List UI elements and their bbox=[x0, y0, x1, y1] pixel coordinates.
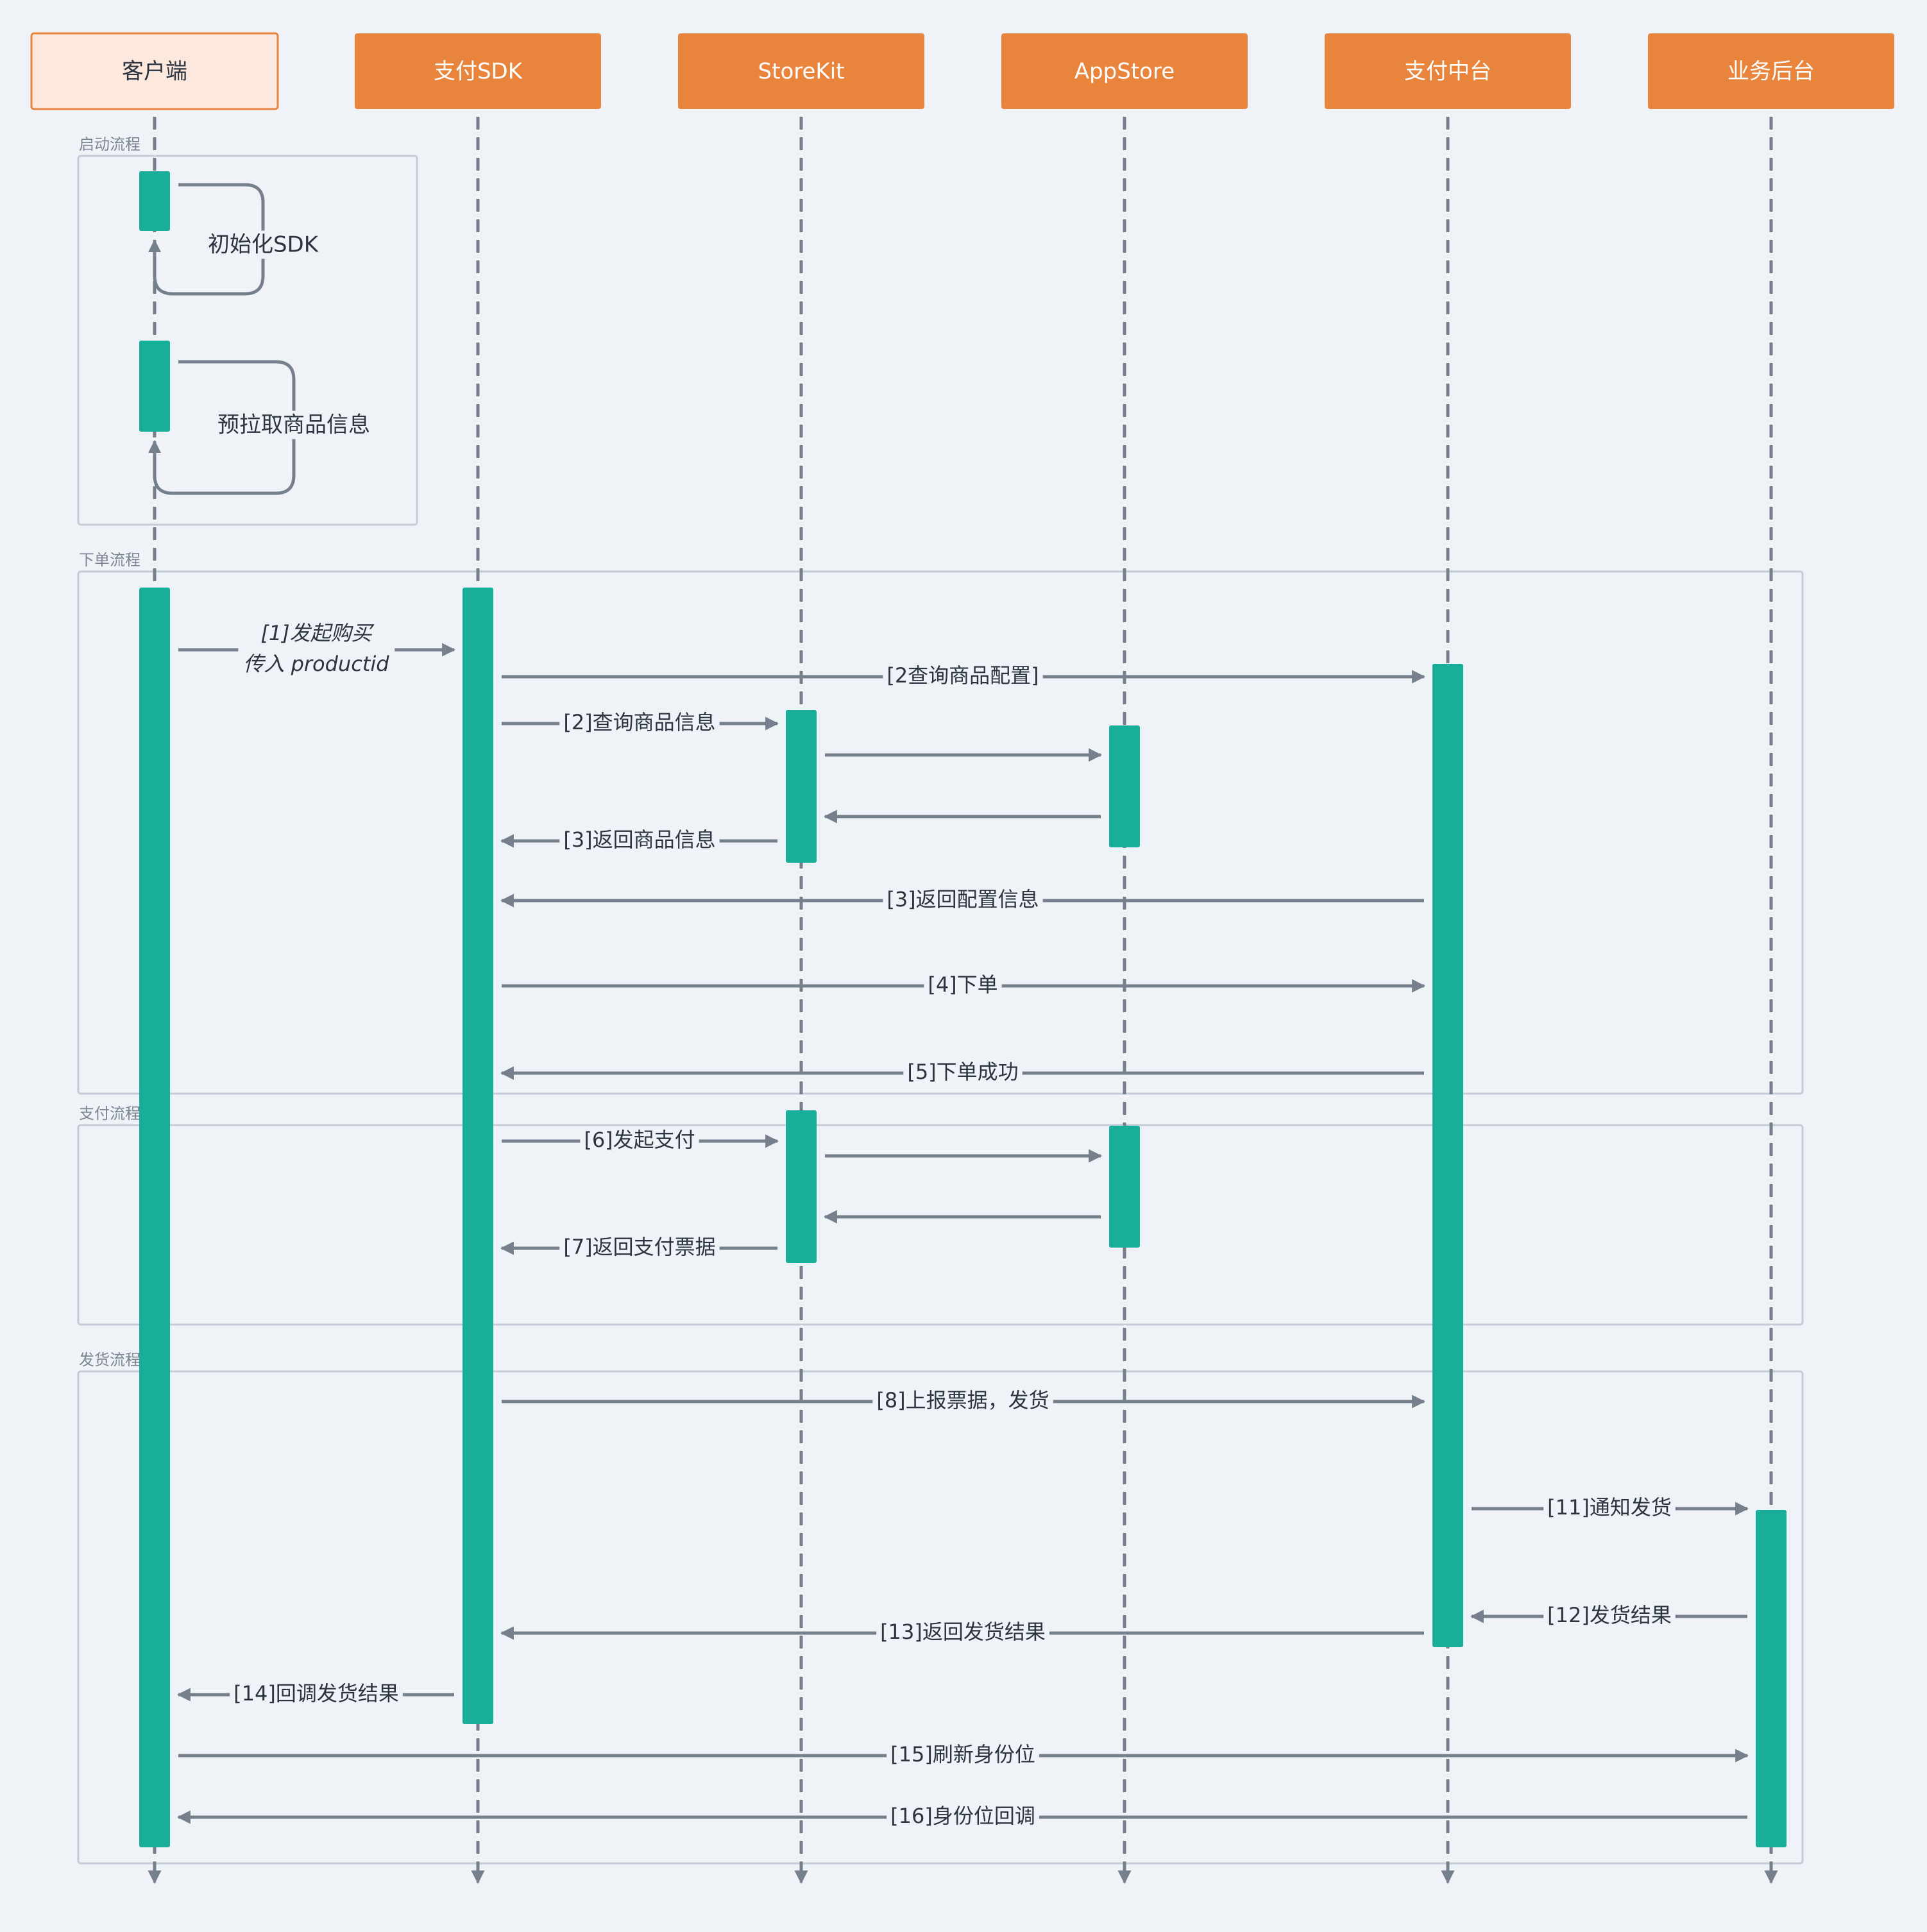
frame-label: 发货流程 bbox=[79, 1351, 140, 1369]
participant-box bbox=[678, 33, 924, 109]
frame-label: 启动流程 bbox=[79, 135, 140, 153]
participant-label: StoreKit bbox=[758, 59, 845, 85]
activation-bar bbox=[139, 588, 170, 1847]
self-message-arrow bbox=[148, 360, 296, 495]
frame-box bbox=[77, 570, 1804, 1095]
activation-bar bbox=[1109, 725, 1140, 847]
message-label: [14]回调发货结果 bbox=[233, 1681, 399, 1706]
message-label-bg bbox=[883, 886, 1043, 913]
message-label-bg bbox=[559, 709, 720, 736]
activation-bar bbox=[1109, 1126, 1140, 1248]
message-label: [11]通知发货 bbox=[1547, 1495, 1672, 1520]
message-label-bg bbox=[559, 826, 720, 853]
message-label: [1]发起购买 bbox=[260, 621, 374, 645]
message-label-bg bbox=[887, 1741, 1039, 1768]
message-label: [4]下单 bbox=[928, 972, 997, 997]
message-label-bg bbox=[876, 1618, 1049, 1645]
message-label: [5]下单成功 bbox=[907, 1060, 1018, 1084]
frame-box bbox=[77, 155, 418, 526]
message-label-bg bbox=[924, 971, 1002, 998]
message-label: [2]查询商品信息 bbox=[563, 710, 715, 734]
message-label-bg bbox=[903, 1058, 1023, 1085]
message-label: [3]返回配置信息 bbox=[887, 887, 1039, 911]
message-label-line2: 传入 productid bbox=[243, 652, 389, 676]
activation-bar bbox=[1756, 1510, 1787, 1847]
message-label: [7]返回支付票据 bbox=[563, 1235, 715, 1259]
activation-bar bbox=[463, 588, 493, 1724]
message-label: [16]身份位回调 bbox=[890, 1804, 1035, 1828]
message-label: [12]发货结果 bbox=[1547, 1603, 1672, 1627]
message-label-bg bbox=[1543, 1494, 1676, 1521]
activation-bar bbox=[786, 1110, 817, 1263]
message-label: [13]返回发货结果 bbox=[880, 1620, 1046, 1644]
message-label: [2查询商品配置] bbox=[887, 663, 1039, 688]
activation-bar bbox=[139, 171, 170, 231]
participants-layer: 客户端 支付SDK StoreKit AppStore 支付中台 业务后台 bbox=[30, 32, 1894, 110]
participant-label: 支付SDK bbox=[434, 59, 523, 85]
message-label-bg bbox=[1543, 1602, 1676, 1629]
participant-box bbox=[30, 32, 279, 110]
activation-bar bbox=[139, 341, 170, 432]
frame-box bbox=[77, 1370, 1804, 1865]
participant-box bbox=[1001, 33, 1248, 109]
message-label-bg bbox=[230, 1680, 403, 1707]
self-message-label: 初始化SDK bbox=[208, 232, 319, 258]
frame-label: 下单流程 bbox=[79, 551, 140, 569]
participant-label: 业务后台 bbox=[1728, 59, 1815, 85]
message-label-bg bbox=[872, 1387, 1053, 1414]
participant-box bbox=[1648, 33, 1894, 109]
message-label-bg bbox=[887, 1802, 1039, 1829]
frame-box bbox=[77, 1124, 1804, 1326]
message-label: [6]发起支付 bbox=[584, 1128, 695, 1152]
message-label-bg bbox=[883, 662, 1043, 689]
self-message-label: 预拉取商品信息 bbox=[217, 412, 370, 438]
self-message-label-bg bbox=[212, 411, 375, 439]
participant-label: 客户端 bbox=[122, 59, 187, 85]
participant-box bbox=[1325, 33, 1571, 109]
participant-box bbox=[355, 33, 601, 109]
frame-label: 支付流程 bbox=[79, 1105, 140, 1123]
message-label-bg bbox=[580, 1126, 699, 1153]
message-label-bg bbox=[559, 1233, 720, 1260]
activation-bar bbox=[786, 710, 817, 863]
message-label-bg bbox=[238, 620, 395, 677]
participant-label: 支付中台 bbox=[1404, 59, 1491, 85]
activations-layer bbox=[139, 171, 1787, 1847]
activation-bar bbox=[1432, 664, 1463, 1647]
message-label: [3]返回商品信息 bbox=[563, 827, 715, 852]
participant-label: AppStore bbox=[1074, 59, 1175, 85]
message-label: [15]刷新身份位 bbox=[890, 1742, 1035, 1767]
message-label: [8]上报票据，发货 bbox=[876, 1388, 1049, 1412]
self-message-label-bg bbox=[202, 230, 325, 259]
self-message-arrow bbox=[148, 183, 265, 296]
